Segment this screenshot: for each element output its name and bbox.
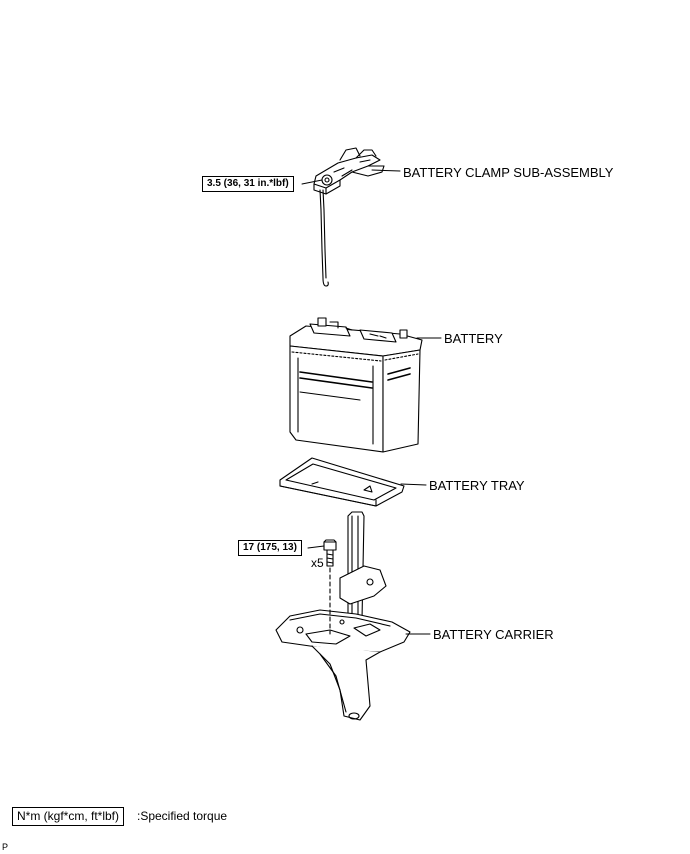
battery-drawing <box>289 317 423 453</box>
torque-clamp-bolt: 3.5 (36, 31 in.*lbf) <box>202 176 294 192</box>
carrier-bolt-drawing <box>323 539 337 567</box>
battery-carrier-drawing <box>275 511 411 721</box>
legend-description: :Specified torque <box>137 809 228 823</box>
label-battery-tray: BATTERY TRAY <box>429 478 525 493</box>
torque-carrier-bolt: 17 (175, 13) <box>238 540 302 556</box>
bolt-quantity: x5 <box>311 556 324 570</box>
label-battery-carrier: BATTERY CARRIER <box>433 627 554 642</box>
label-battery-clamp: BATTERY CLAMP SUB-ASSEMBLY <box>403 165 614 180</box>
leader-lines <box>301 169 442 635</box>
corner-mark: P <box>2 842 9 852</box>
label-battery: BATTERY <box>444 331 503 346</box>
legend-unit-box: N*m (kgf*cm, ft*lbf) <box>12 807 125 826</box>
battery-tray-drawing <box>279 457 405 507</box>
battery-clamp-drawing <box>313 147 385 287</box>
